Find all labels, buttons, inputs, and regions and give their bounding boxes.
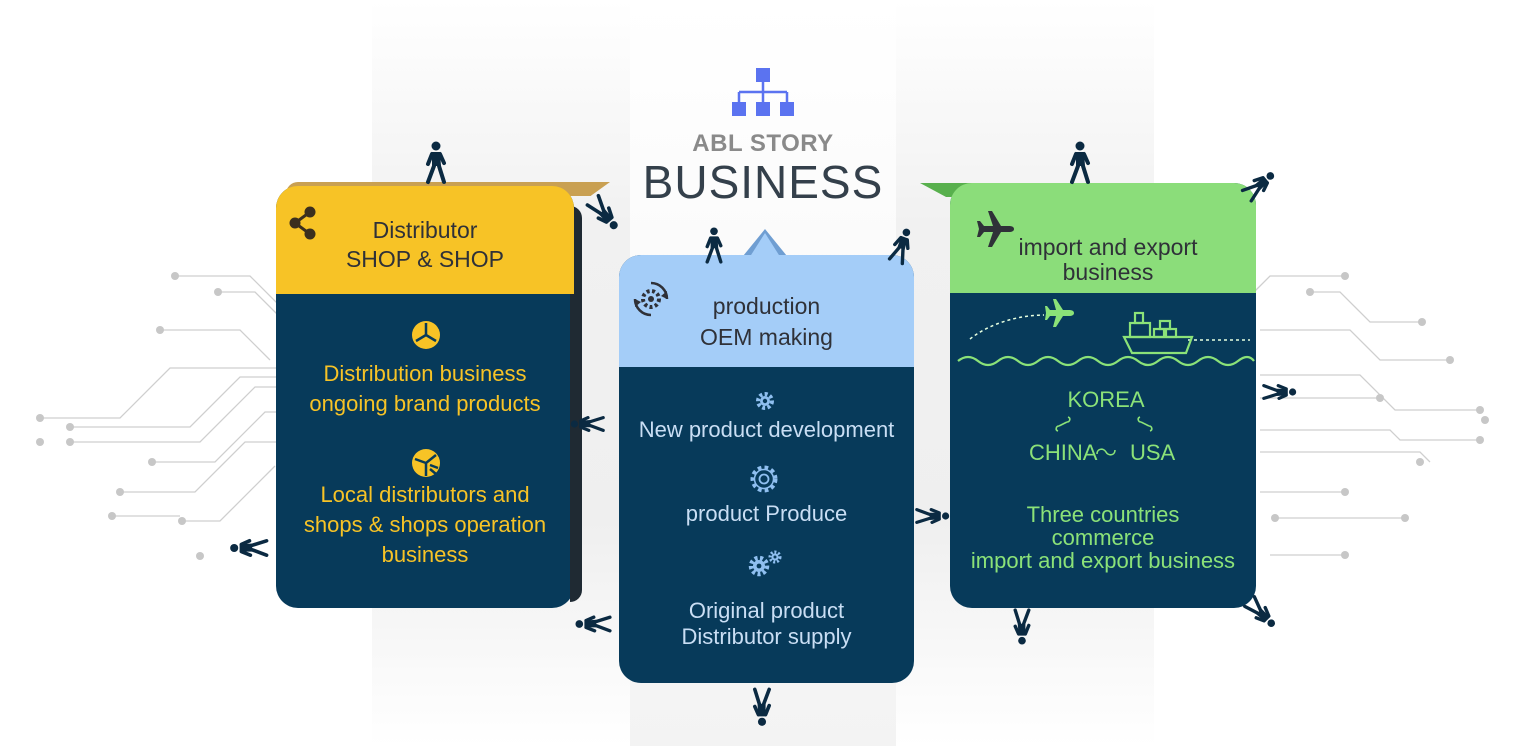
production-item3-line1: Original product xyxy=(688,598,845,623)
trade-card: import and export business KOREA CHINA U… xyxy=(920,183,1256,608)
walking-person-icon xyxy=(569,416,605,432)
link-horizontal-icon xyxy=(1096,448,1116,456)
shipping-illustration xyxy=(957,299,1255,367)
org-chart-icon xyxy=(732,68,794,116)
trade-title: import and export business xyxy=(950,234,1256,286)
walking-person-icon xyxy=(1262,384,1298,400)
production-title-line2: OEM making xyxy=(700,324,833,351)
distributor-card: Distributor SHOP & SHOP Distribution bus… xyxy=(276,182,610,608)
pie-chart-icon xyxy=(412,321,440,349)
distributor-item1-line2: ongoing brand products xyxy=(309,390,541,416)
walking-person-icon xyxy=(228,538,269,558)
walking-person-icon xyxy=(1243,595,1281,633)
production-item1-text: New product development xyxy=(638,417,895,442)
trade-card-header: import and export business xyxy=(950,183,1256,293)
walking-person-icon xyxy=(573,615,612,633)
walking-person-icon xyxy=(752,687,772,728)
ship-icon xyxy=(1122,311,1194,355)
production-item2-text: product Produce xyxy=(685,501,848,526)
gear-icon xyxy=(756,392,774,410)
distributor-card-header: Distributor SHOP & SHOP xyxy=(276,186,574,294)
country-korea-label: KOREA xyxy=(1067,387,1145,412)
trade-desc-line1: Three countries xyxy=(1026,502,1180,527)
distributor-item1-line1: Distribution business xyxy=(323,361,527,386)
distributor-title-line2: SHOP & SHOP xyxy=(345,245,505,272)
page-title: BUSINESS xyxy=(642,156,884,208)
cycle-gear-icon xyxy=(633,281,669,317)
walking-person-icon xyxy=(915,508,951,525)
production-title-line1: production xyxy=(712,293,821,319)
walking-person-icon xyxy=(705,225,723,264)
card-side-shadow xyxy=(570,206,582,602)
country-usa-label: USA xyxy=(1130,440,1176,465)
subtitle: ABL STORY xyxy=(692,130,834,157)
distributor-item2-line2: shops & shops operation xyxy=(303,511,547,537)
airplane-small-icon xyxy=(1045,299,1074,327)
walking-person-icon xyxy=(1240,166,1280,203)
production-item2: product Produce xyxy=(619,501,914,527)
header: ABL STORY BUSINESS xyxy=(630,64,896,206)
link-icon xyxy=(1055,416,1071,432)
distributor-item2: Local distributors and shops & shops ope… xyxy=(276,480,574,570)
country-korea: KOREA xyxy=(950,388,1256,412)
gears-icon xyxy=(748,550,782,577)
walking-person-icon xyxy=(1013,608,1031,647)
country-china-label: CHINA xyxy=(1029,440,1098,465)
trade-title-line1: import and export xyxy=(1018,234,1198,260)
distributor-item2-line1: Local distributors and xyxy=(320,482,530,507)
pie-chart-alt-icon xyxy=(412,449,440,477)
production-item1: New product development xyxy=(619,417,914,443)
trade-title-line2: business xyxy=(1062,259,1154,286)
trade-desc-line3: import and export business xyxy=(970,548,1236,574)
trade-desc-line2: commerce xyxy=(1051,525,1155,551)
distributor-item2-line3: business xyxy=(381,541,469,567)
production-card-header: production OEM making xyxy=(619,255,914,367)
walking-person-icon xyxy=(1070,139,1090,184)
walking-person-icon xyxy=(585,193,624,235)
distributor-title-line1: Distributor xyxy=(372,217,478,243)
production-item3: Original product Distributor supply xyxy=(619,598,914,651)
link-icon xyxy=(1137,416,1153,432)
walking-person-icon xyxy=(426,139,446,184)
walking-person-icon xyxy=(887,224,916,266)
airplane-icon xyxy=(977,211,1014,247)
trade-description: Three countries commerce import and expo… xyxy=(950,503,1256,572)
production-card: production OEM making New product develo… xyxy=(619,229,914,683)
distributor-item1: Distribution business ongoing brand prod… xyxy=(276,359,574,419)
production-title: production OEM making xyxy=(619,291,914,353)
production-item3-line2: Distributor supply xyxy=(681,624,852,650)
distributor-title: Distributor SHOP & SHOP xyxy=(276,216,574,274)
gear-outline-icon xyxy=(750,465,778,493)
share-icon xyxy=(289,206,316,240)
